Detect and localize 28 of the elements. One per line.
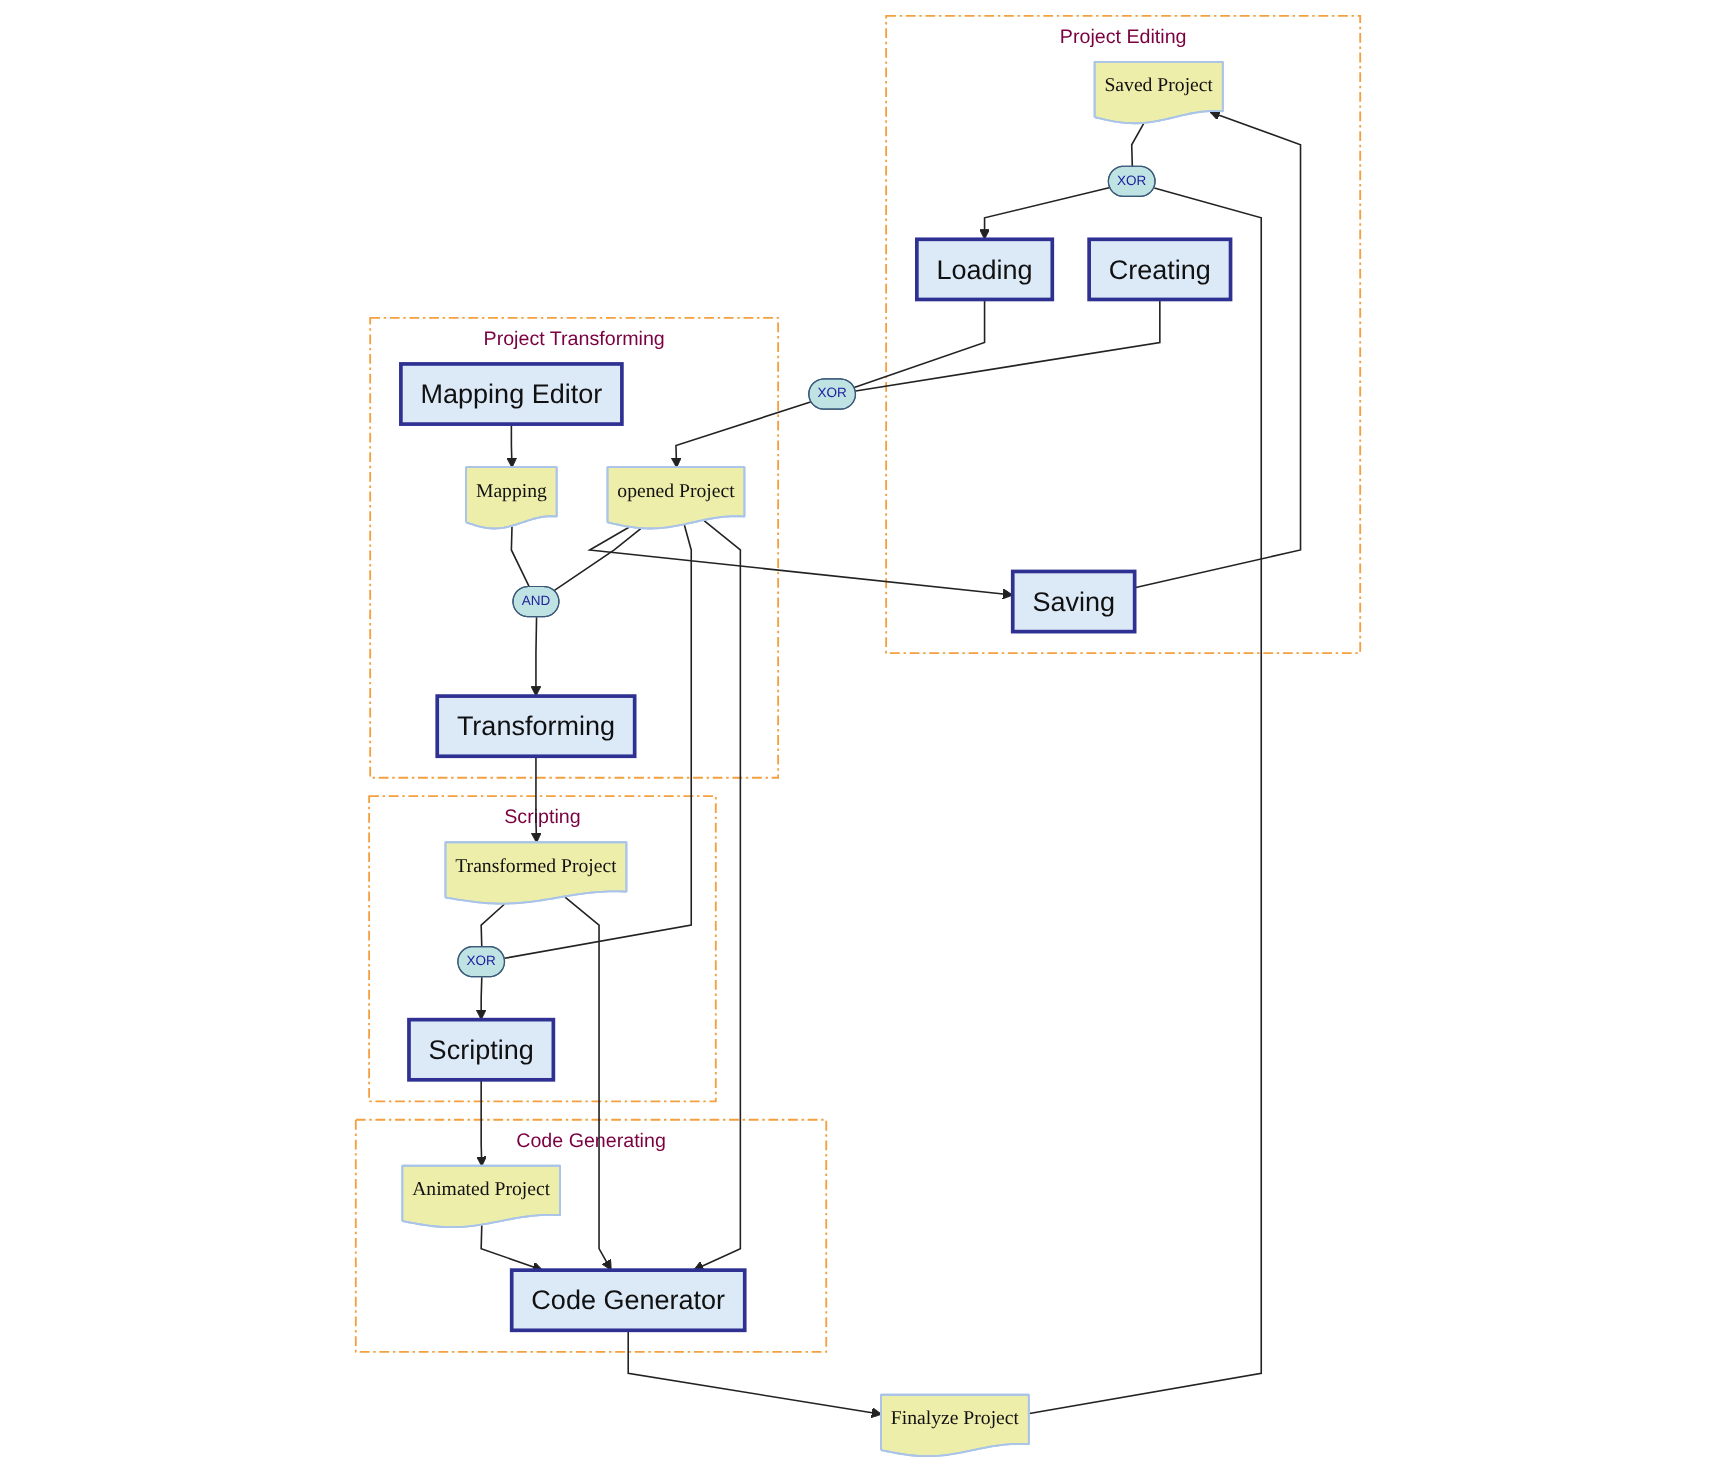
connector (1028, 187, 1263, 1415)
node-box: Transforming (435, 694, 637, 759)
arrow (587, 526, 1014, 600)
arrow (475, 976, 487, 1021)
arrow (1133, 110, 1302, 589)
arrow (506, 423, 518, 469)
node-box: Loading (915, 237, 1055, 302)
arrow (564, 896, 612, 1271)
arrow (480, 1224, 543, 1272)
connector (503, 524, 693, 960)
arrow (670, 400, 813, 469)
node-box: Mapping Editor (399, 362, 624, 426)
connector (480, 903, 506, 948)
node-box: Creating (1087, 237, 1233, 302)
arrow (693, 519, 742, 1271)
node-box: Scripting (407, 1017, 556, 1082)
connector (854, 298, 1161, 392)
arrow (530, 616, 542, 697)
arrow (627, 1329, 883, 1419)
connector (853, 298, 986, 389)
arrow (530, 755, 542, 844)
node-box: Code Generator (509, 1268, 747, 1333)
connector (553, 527, 642, 592)
connector (1130, 122, 1145, 168)
node-box: Saving (1010, 569, 1137, 634)
arrow (476, 1079, 487, 1167)
connector (510, 525, 531, 588)
arrow (979, 186, 1111, 240)
